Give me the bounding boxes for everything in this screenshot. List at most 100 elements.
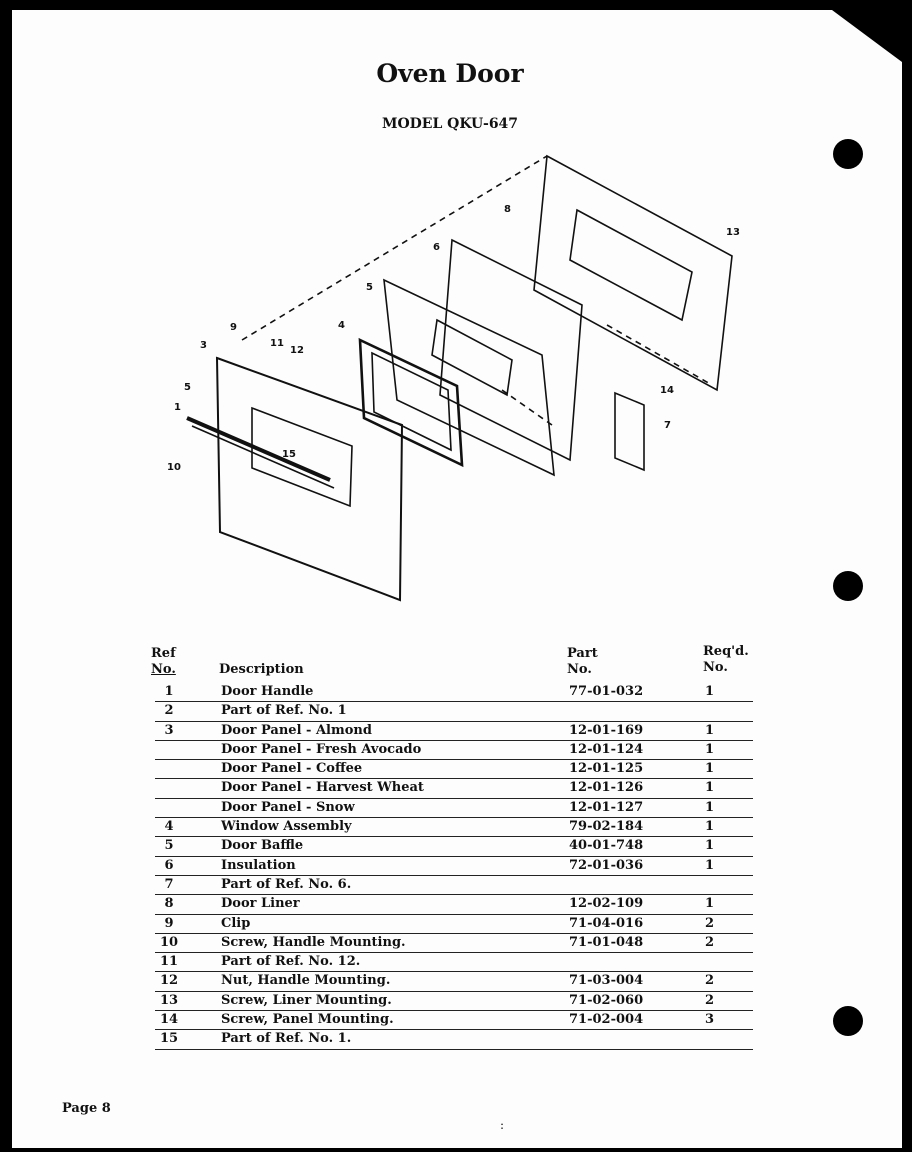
description-cell: Door Liner [221,896,300,912]
ref-cell: 6 [164,857,174,873]
req-cell: 2 [705,915,715,931]
ref-cell: 3 [164,722,174,738]
callout-11: 11 [270,338,284,349]
req-cell: 1 [705,741,715,757]
part-cell: 71-02-060 [569,992,644,1008]
description-cell: Door Panel - Coffee [221,761,363,777]
ref-cell: 1 [164,684,174,699]
description-cell: Clip [221,915,251,931]
part-cell: 12-02-109 [569,896,644,912]
model-number: MODEL QKU-647 [381,116,519,132]
window-glass-shape [371,351,452,452]
catalog-page: Oven Door MODEL QKU-647 [12,10,902,1148]
req-cell: 1 [705,761,715,777]
description-cell: Window Assembly [221,819,352,835]
callout-13: 13 [726,227,740,238]
header-description: Description [219,662,304,677]
window-assembly-shape [358,337,464,468]
callout-15: 15 [282,449,296,460]
req-cell: 1 [705,780,715,796]
part-cell: 71-02-004 [569,1012,644,1028]
description-cell: Door Panel - Snow [221,799,355,815]
part-cell: 12-01-169 [569,722,644,738]
ref-cell: 5 [164,838,174,854]
callout-8: 8 [504,204,511,215]
req-cell: 1 [705,857,715,873]
alignment-line-3 [501,389,553,426]
req-cell: 1 [705,722,715,738]
part-cell: 12-01-125 [569,761,644,777]
description-cell: Part of Ref. No. 1 [221,703,347,719]
description-cell: Part of Ref. No. 6. [221,876,352,892]
table-row: 15 Part of Ref. No. 1. [155,1030,753,1050]
exploded-diagram: 1 5 3 9 11 12 10 15 4 5 6 8 13 14 7 [152,150,752,610]
part-cell: 72-01-036 [569,857,644,873]
door-handle-edge-shape [191,425,335,489]
callout-9: 9 [230,322,237,333]
ref-cell: 10 [159,934,179,950]
part-cell: 79-02-184 [569,819,644,835]
punch-hole-middle [833,571,863,601]
callout-5: 5 [184,382,191,393]
ref-cell: 13 [159,992,179,1008]
ref-cell: 8 [164,896,174,912]
liner-window-shape [569,208,693,322]
part-cell: 12-01-127 [569,799,644,815]
part-cell: 71-04-016 [569,915,644,931]
callout-4: 4 [338,320,345,331]
table-row: Door Panel - Coffee 12-01-125 1 [155,760,753,780]
ref-cell: 11 [159,954,179,970]
part-cell: 12-01-126 [569,780,644,796]
door-baffle-shape [383,278,555,477]
punch-hole-bottom [833,1006,863,1036]
corner-cut [832,10,902,62]
table-row: 2 Part of Ref. No. 1 [155,702,753,722]
alignment-line-2 [606,324,713,386]
req-cell: 1 [705,896,715,912]
callout-6: 6 [433,242,440,253]
header-ref: Ref No. [151,646,176,677]
alignment-line-1 [241,155,548,341]
panel-window-shape [251,406,353,508]
req-cell: 1 [705,838,715,854]
description-cell: Nut, Handle Mounting. [221,973,391,989]
callout-3: 3 [200,340,207,351]
description-cell: Part of Ref. No. 12. [221,954,361,970]
ref-cell: 14 [159,1012,179,1028]
callout-10: 10 [167,462,181,473]
door-panel-shape [215,356,404,602]
insulation-piece-shape [614,391,645,472]
ref-cell: 2 [164,703,174,719]
callout-14: 14 [660,385,674,396]
req-cell: 1 [705,684,715,699]
door-liner-shape [533,154,733,392]
exploded-diagram-svg: 1 5 3 9 11 12 10 15 4 5 6 8 13 14 7 [167,154,740,602]
description-cell: Door Panel - Harvest Wheat [221,780,424,796]
scan-mark: : [500,1118,505,1132]
table-row: Door Panel - Harvest Wheat 12-01-126 1 [155,779,753,799]
baffle-cutout-shape [431,318,513,397]
ref-cell: 4 [164,819,174,835]
description-cell: Screw, Panel Mounting. [221,1012,394,1028]
description-cell: Part of Ref. No. 1. [221,1031,352,1047]
req-cell: 2 [705,973,715,989]
callout-7: 7 [664,420,671,431]
description-cell: Door Panel - Fresh Avocado [221,741,422,757]
ref-cell: 15 [159,1031,179,1047]
part-cell: 12-01-124 [569,741,644,757]
req-cell: 2 [705,934,715,950]
table-row: 11 Part of Ref. No. 12. [155,953,753,973]
ref-cell: 9 [164,915,174,931]
header-part: Part No. [567,646,598,677]
